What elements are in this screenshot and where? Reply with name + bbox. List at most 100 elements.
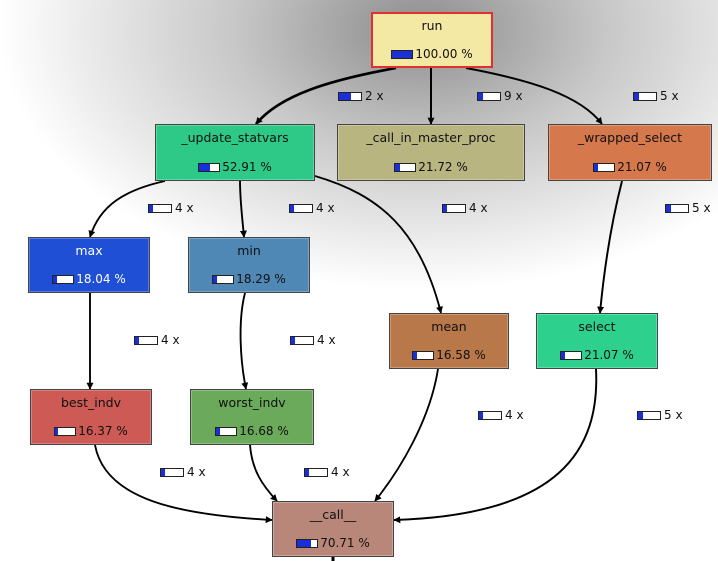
cost-percent: 21.72 % bbox=[418, 160, 468, 174]
function-node-run[interactable]: run 100.00 % bbox=[371, 12, 493, 68]
function-name: max bbox=[75, 243, 103, 258]
cost-bar-fill bbox=[291, 336, 295, 344]
function-name: _update_statvars bbox=[181, 130, 289, 145]
function-node-min[interactable]: min 18.29 % bbox=[188, 237, 310, 293]
cost-bar bbox=[394, 162, 417, 172]
cost-bar-fill bbox=[149, 204, 153, 212]
function-name: _wrapped_select bbox=[577, 130, 683, 145]
cost-bar-fill bbox=[413, 351, 417, 359]
function-node-worst[interactable]: worst_indv 16.68 % bbox=[190, 389, 314, 445]
function-node-wrapped[interactable]: _wrapped_select 21.07 % bbox=[548, 124, 712, 181]
call-count-text: 4 x bbox=[505, 408, 524, 422]
function-name: _call_in_master_proc bbox=[366, 130, 496, 145]
function-node-mean[interactable]: mean 16.58 % bbox=[389, 313, 509, 369]
call-count-label[interactable]: 4 x bbox=[290, 333, 336, 347]
inclusive-cost: 100.00 % bbox=[372, 47, 492, 61]
cost-bar-fill bbox=[395, 163, 400, 171]
call-count-text: 4 x bbox=[317, 333, 336, 347]
call-count-text: 4 x bbox=[331, 465, 350, 479]
inclusive-cost: 21.07 % bbox=[549, 160, 711, 174]
call-edge-wrapped-select[interactable] bbox=[597, 180, 623, 314]
cost-bar bbox=[290, 335, 314, 345]
call-edge-worst-call[interactable] bbox=[249, 444, 278, 502]
call-edge-min-worst[interactable] bbox=[239, 292, 249, 390]
cost-bar-fill bbox=[561, 351, 566, 359]
function-name: mean bbox=[431, 319, 467, 334]
function-name: __call__ bbox=[309, 507, 357, 522]
cost-bar-fill bbox=[216, 427, 220, 435]
cost-bar bbox=[560, 350, 583, 360]
call-count-text: 4 x bbox=[175, 201, 194, 215]
cost-bar-fill bbox=[55, 427, 59, 435]
cost-bar bbox=[593, 162, 616, 172]
cost-bar bbox=[212, 274, 235, 284]
cost-bar-fill bbox=[297, 539, 312, 547]
function-node-best[interactable]: best_indv 16.37 % bbox=[30, 389, 152, 445]
cost-bar-fill bbox=[199, 163, 210, 171]
inclusive-cost: 21.07 % bbox=[537, 348, 657, 362]
cost-bar-fill bbox=[594, 163, 599, 171]
call-count-text: 5 x bbox=[664, 408, 683, 422]
inclusive-cost: 16.68 % bbox=[191, 424, 313, 438]
cost-bar bbox=[665, 203, 689, 213]
cost-bar bbox=[412, 350, 435, 360]
cost-bar bbox=[54, 426, 77, 436]
call-edge-run-update[interactable] bbox=[254, 66, 397, 125]
cost-bar-fill bbox=[305, 468, 309, 476]
inclusive-cost: 52.91 % bbox=[156, 160, 314, 174]
function-node-call[interactable]: __call__ 70.71 % bbox=[272, 501, 394, 557]
cost-bar bbox=[477, 91, 501, 101]
call-count-label[interactable]: 2 x bbox=[338, 89, 384, 103]
function-node-max[interactable]: max 18.04 % bbox=[28, 237, 150, 293]
call-count-text: 4 x bbox=[469, 201, 488, 215]
call-count-label[interactable]: 4 x bbox=[289, 201, 335, 215]
cost-percent: 16.68 % bbox=[239, 424, 289, 438]
cost-bar-fill bbox=[135, 336, 139, 344]
cost-bar bbox=[338, 91, 362, 101]
cost-percent: 21.07 % bbox=[617, 160, 667, 174]
cost-bar bbox=[637, 410, 661, 420]
call-count-label[interactable]: 4 x bbox=[160, 465, 206, 479]
call-count-label[interactable]: 5 x bbox=[637, 408, 683, 422]
inclusive-cost: 70.71 % bbox=[273, 536, 393, 550]
cost-percent: 18.04 % bbox=[76, 272, 126, 286]
function-node-callmaster[interactable]: _call_in_master_proc 21.72 % bbox=[337, 124, 525, 181]
call-count-label[interactable]: 4 x bbox=[148, 201, 194, 215]
cost-percent: 16.37 % bbox=[78, 424, 128, 438]
call-count-label[interactable]: 5 x bbox=[633, 89, 679, 103]
cost-bar bbox=[442, 203, 466, 213]
call-count-label[interactable]: 4 x bbox=[442, 201, 488, 215]
function-name: min bbox=[237, 243, 261, 258]
cost-percent: 16.58 % bbox=[436, 348, 486, 362]
call-edge-update-max[interactable] bbox=[88, 180, 166, 238]
call-count-label[interactable]: 5 x bbox=[665, 201, 711, 215]
cost-percent: 18.29 % bbox=[236, 272, 286, 286]
call-edge-update-min[interactable] bbox=[239, 180, 247, 238]
cost-bar bbox=[215, 426, 238, 436]
function-node-update[interactable]: _update_statvars 52.91 % bbox=[155, 124, 315, 181]
cost-bar-fill bbox=[634, 92, 639, 100]
call-count-text: 5 x bbox=[692, 201, 711, 215]
cost-percent: 21.07 % bbox=[584, 348, 634, 362]
cost-bar bbox=[633, 91, 657, 101]
function-name: best_indv bbox=[60, 395, 122, 410]
call-count-text: 4 x bbox=[161, 333, 180, 347]
call-edge-run-wrapped[interactable] bbox=[465, 67, 603, 125]
call-count-label[interactable]: 9 x bbox=[477, 89, 523, 103]
call-edge-select-call[interactable] bbox=[393, 368, 598, 524]
cost-bar-fill bbox=[339, 92, 351, 100]
call-edge-mean-call[interactable] bbox=[374, 368, 439, 502]
function-name: worst_indv bbox=[218, 395, 286, 410]
call-count-label[interactable]: 4 x bbox=[134, 333, 180, 347]
call-count-label[interactable]: 4 x bbox=[304, 465, 350, 479]
call-count-label[interactable]: 4 x bbox=[478, 408, 524, 422]
cost-bar-fill bbox=[638, 411, 643, 419]
cost-percent: 70.71 % bbox=[320, 536, 370, 550]
call-edge-best-call[interactable] bbox=[94, 444, 273, 524]
function-name: run bbox=[421, 18, 443, 33]
call-edge-update-mean[interactable] bbox=[314, 175, 443, 314]
cost-bar-fill bbox=[290, 204, 295, 212]
